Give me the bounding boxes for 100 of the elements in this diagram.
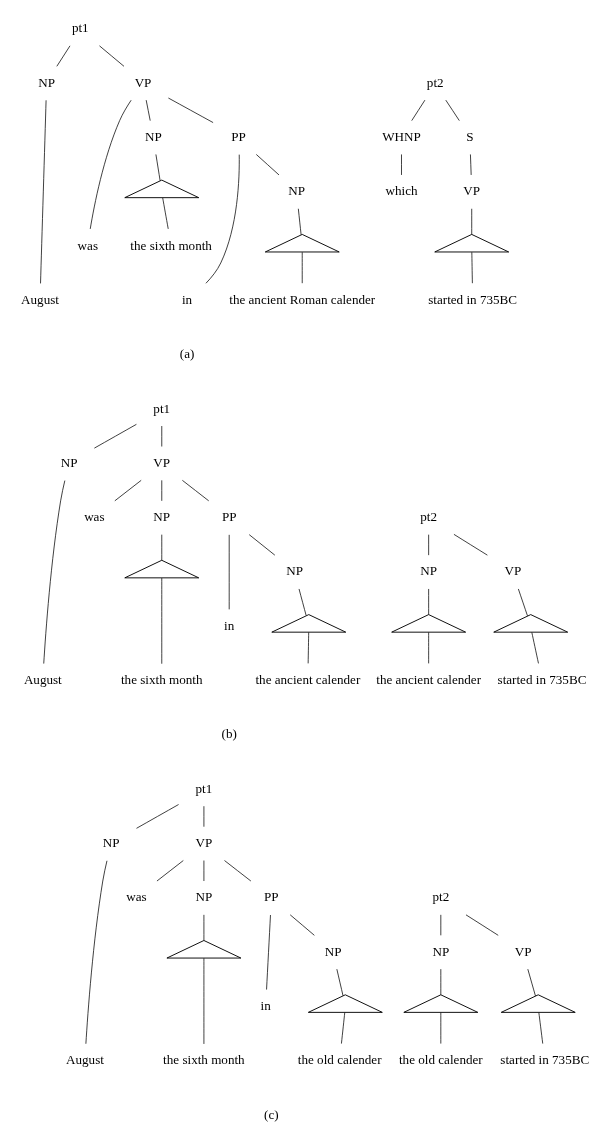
- node-text: NP: [102, 835, 120, 851]
- node-triangle: [264, 233, 340, 253]
- node-text: which: [384, 183, 418, 199]
- connector: [223, 860, 251, 882]
- node-text: PP: [263, 889, 279, 905]
- node-text: pt1: [152, 400, 170, 416]
- connector: [265, 914, 271, 990]
- node-text: VP: [504, 563, 521, 579]
- node-text: NP: [144, 128, 162, 144]
- node-text: the ancient calender: [375, 672, 481, 688]
- connector: [297, 208, 301, 236]
- node-text: was: [77, 237, 98, 253]
- connector: [289, 914, 315, 936]
- node-text: NP: [152, 509, 170, 525]
- connector: [167, 97, 213, 123]
- connector: [113, 479, 142, 502]
- node-triangle: [123, 179, 199, 199]
- node-text: pt1: [71, 20, 89, 36]
- node-text: the sixth month: [120, 672, 203, 688]
- node-triangle: [307, 994, 383, 1013]
- node-text: NP: [285, 563, 303, 579]
- node-triangle: [270, 614, 346, 633]
- node-text: the sixth month: [129, 237, 212, 253]
- node-triangle: [500, 994, 576, 1013]
- node-text: NP: [37, 74, 55, 90]
- node-text: was: [125, 889, 147, 905]
- node-triangle: [123, 559, 199, 579]
- node-text: NP: [60, 454, 77, 470]
- node-text: started in 735BC: [499, 1052, 589, 1068]
- node-text: in: [181, 291, 192, 307]
- connector: [526, 968, 536, 997]
- node-text: August: [65, 1052, 104, 1068]
- node-text: NP: [195, 889, 212, 905]
- connector: [307, 632, 309, 664]
- node-text: pt2: [426, 74, 444, 90]
- connector: [427, 588, 429, 615]
- connector: [444, 99, 460, 121]
- connector: [255, 154, 279, 176]
- connector: [469, 154, 472, 176]
- connector: [93, 423, 137, 449]
- connector: [156, 860, 184, 882]
- node-text: NP: [287, 183, 305, 199]
- connector: [161, 197, 169, 230]
- node-text: the ancient Roman calender: [228, 291, 375, 307]
- connector: [298, 588, 307, 616]
- connector: [248, 534, 275, 556]
- node-text: VP: [152, 454, 170, 470]
- connector: [205, 154, 240, 284]
- node-text: WHNP: [381, 128, 421, 144]
- node-text: VP: [134, 74, 151, 90]
- connector: [439, 968, 441, 996]
- node-text: the old calender: [398, 1052, 483, 1068]
- node-text: pt2: [431, 889, 449, 905]
- connector: [470, 251, 473, 284]
- connector: [203, 914, 204, 941]
- connector: [42, 480, 65, 664]
- node-text: started in 735BC: [427, 291, 517, 307]
- connector: [410, 99, 425, 121]
- node-triangle: [492, 614, 568, 633]
- connector: [203, 957, 204, 1045]
- connector: [98, 45, 124, 67]
- connector: [538, 1012, 543, 1044]
- node-text: VP: [462, 183, 480, 199]
- node-text: in: [260, 997, 271, 1013]
- connector: [135, 804, 179, 829]
- connector: [145, 99, 151, 121]
- node-triangle: [165, 940, 241, 959]
- node-text: the ancient calender: [254, 672, 360, 688]
- node-text: VP: [514, 943, 532, 959]
- node-text: PP: [230, 128, 246, 144]
- connector: [400, 154, 402, 176]
- connector: [465, 914, 499, 936]
- node-text: August: [20, 291, 59, 307]
- connector: [160, 577, 162, 665]
- node-text: August: [23, 672, 62, 688]
- connector: [453, 533, 488, 556]
- node-triangle: [390, 614, 466, 633]
- node-text: was: [83, 509, 105, 525]
- connector: [89, 99, 132, 230]
- node-triangle: [433, 233, 509, 253]
- node-text: pt2: [419, 509, 437, 525]
- node-text: in: [223, 617, 234, 633]
- label: (c): [263, 1106, 279, 1122]
- node-text: VP: [195, 835, 212, 851]
- node-text: pt1: [195, 780, 212, 796]
- connector: [335, 968, 343, 997]
- connector: [427, 632, 429, 664]
- node-text: S: [465, 128, 474, 144]
- connector: [160, 534, 162, 561]
- label: (a): [179, 346, 194, 362]
- node-text: PP: [221, 509, 236, 525]
- connector: [530, 632, 539, 664]
- connector: [301, 251, 303, 284]
- connector: [55, 45, 70, 67]
- node-text: started in 735BC: [497, 672, 586, 688]
- connector: [470, 208, 472, 235]
- node-text: NP: [431, 943, 449, 959]
- connector: [340, 1012, 345, 1044]
- node-text: NP: [324, 943, 342, 959]
- connector: [155, 154, 160, 182]
